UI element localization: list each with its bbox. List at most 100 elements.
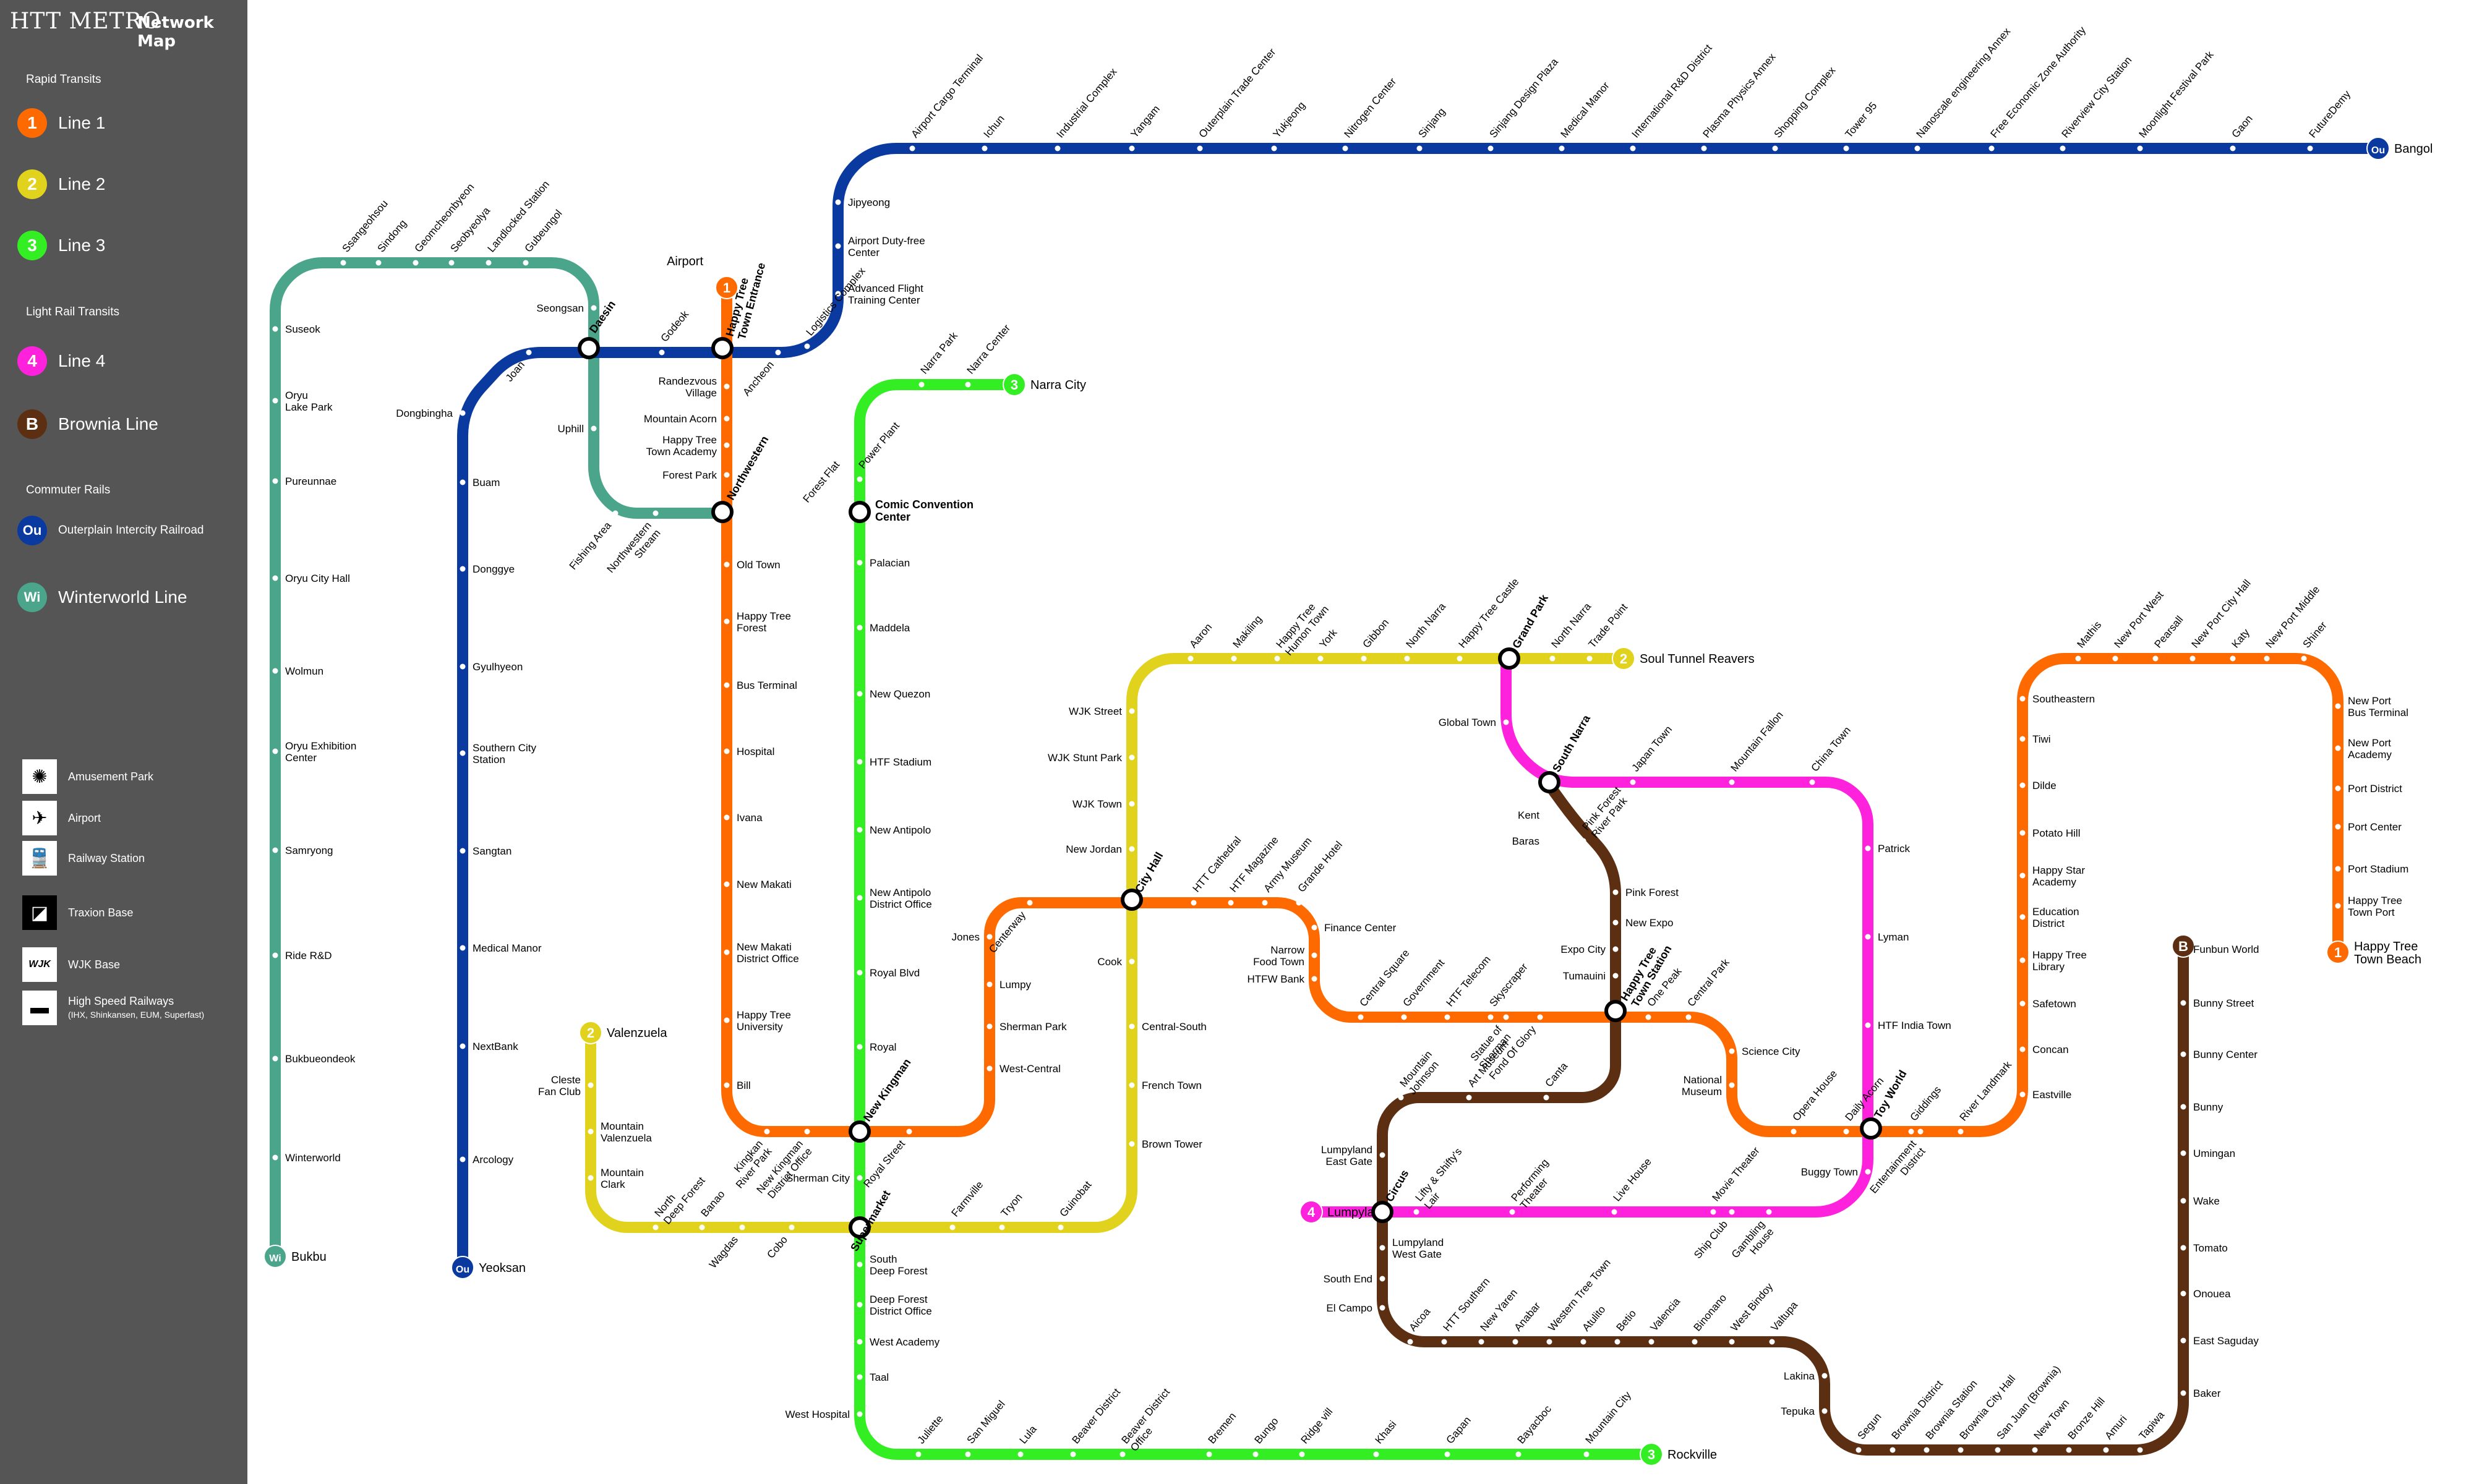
station-bunny-center[interactable]: Bunny Center — [2193, 1049, 2258, 1060]
station-port-district[interactable]: Port District — [2348, 783, 2402, 795]
station-katy[interactable]: Katy — [2230, 626, 2253, 650]
station-bayacboc[interactable]: Bayacboc — [1515, 1403, 1554, 1446]
l2-terminal-badge[interactable] — [1612, 647, 1635, 670]
station-maddela[interactable]: Maddela — [870, 622, 910, 634]
station-khasi[interactable]: Khasi — [1373, 1418, 1399, 1446]
station-jipyeong[interactable]: Jipyeong — [848, 197, 890, 208]
station-bus-terminal[interactable]: Bus Terminal — [737, 680, 797, 691]
station-entertainment-district[interactable]: EntertainmentDistrict — [1867, 1138, 1927, 1203]
station-beaver-district[interactable]: Beaver District — [1070, 1386, 1123, 1446]
station-science-city[interactable]: Science City — [1742, 1046, 1800, 1057]
interchange-south-narra[interactable] — [1538, 771, 1560, 793]
station-makiling[interactable]: Makiling — [1231, 613, 1265, 650]
station-bronze-hill[interactable]: Bronze Hill — [2066, 1395, 2107, 1441]
station-old-town[interactable]: Old Town — [737, 559, 781, 571]
station-seongsan[interactable]: Seongsan — [536, 302, 584, 314]
station-new-makati[interactable]: New Makati — [737, 879, 792, 890]
station-buggy-town[interactable]: Buggy Town — [1801, 1166, 1858, 1178]
station-bremen[interactable]: Bremen — [1206, 1410, 1239, 1446]
station-sangtan[interactable]: Sangtan — [473, 845, 511, 857]
terminal-valenzuela[interactable]: Valenzuela — [607, 1026, 667, 1040]
station-buam[interactable]: Buam — [473, 477, 500, 488]
station-japan-town[interactable]: Japan Town — [1630, 723, 1675, 774]
l2-terminal-badge[interactable] — [579, 1021, 602, 1044]
station-china-town[interactable]: China Town — [1809, 725, 1853, 774]
station-samryong[interactable]: Samryong — [285, 845, 333, 856]
station-palacian[interactable]: Palacian — [870, 557, 910, 569]
station-oryu-city-hall[interactable]: Oryu City Hall — [285, 573, 350, 584]
station-happy-tree-humon-town[interactable]: Happy TreeHumon Town — [1274, 596, 1332, 658]
station-finance-center[interactable]: Finance Center — [1324, 922, 1397, 934]
legend-line-2[interactable]: 2 Line 2 — [17, 169, 105, 199]
station-anabar[interactable]: Anabar — [1512, 1300, 1543, 1333]
station-pearsall[interactable]: Pearsall — [2152, 613, 2186, 650]
station-atulito[interactable]: Atulito — [1580, 1303, 1608, 1333]
station-taal[interactable]: Taal — [870, 1371, 889, 1383]
station-wake[interactable]: Wake — [2193, 1195, 2220, 1207]
station-happy-tree-castle[interactable]: Happy Tree Castle — [1457, 576, 1522, 650]
station-shiner[interactable]: Shiner — [2301, 619, 2329, 650]
station-wjk-town[interactable]: WJK Town — [1072, 798, 1122, 810]
station-landlocked-station[interactable]: Landlocked Station — [486, 179, 552, 255]
station-canta[interactable]: Canta — [1543, 1060, 1570, 1089]
station-cobo[interactable]: Cobo — [764, 1234, 790, 1260]
station-plasma-physics-annex[interactable]: Plasma Physics Annex — [1701, 51, 1778, 140]
station-htf-india-town[interactable]: HTF India Town — [1878, 1020, 1951, 1031]
interchange-label-grand-park[interactable]: Grand Park — [1510, 592, 1551, 650]
station-baker[interactable]: Baker — [2193, 1388, 2221, 1399]
station-forest-flat[interactable]: Forest Flat — [801, 459, 842, 505]
station-lyman[interactable]: Lyman — [1878, 931, 1909, 943]
interchange-happy-tree-town-station[interactable] — [1604, 1000, 1627, 1022]
station-medical-manor[interactable]: Medical Manor — [473, 942, 542, 954]
station-moonlight-festival-park[interactable]: Moonlight Festival Park — [2137, 49, 2216, 140]
station-pink-forest[interactable]: Pink Forest — [1625, 887, 1679, 898]
station-valencia[interactable]: Valencia — [1648, 1295, 1683, 1334]
station-pink-forest-river-park[interactable]: Pink ForestRiver Park — [1580, 784, 1633, 840]
station-tryon[interactable]: Tryon — [999, 1192, 1025, 1219]
interchange-label-new-kingman[interactable]: New Kingman — [861, 1056, 914, 1124]
station-north-narra[interactable]: North Narra — [1404, 600, 1449, 650]
station-donggye[interactable]: Donggye — [473, 563, 515, 575]
l3-terminal-badge[interactable] — [1003, 373, 1026, 396]
station-ridge-vill[interactable]: Ridge vill — [1299, 1406, 1335, 1446]
station-banao[interactable]: Banao — [699, 1188, 727, 1219]
station-pureunnae[interactable]: Pureunnae — [285, 475, 336, 487]
station-forest-park[interactable]: Forest Park — [662, 469, 717, 481]
station-west-academy[interactable]: West Academy — [870, 1336, 940, 1348]
legend-line-4[interactable]: 4 Line 4 — [17, 346, 105, 376]
station-international-r-d-district[interactable]: International R&D District — [1630, 42, 1714, 140]
station-skyscraper[interactable]: Skyscraper — [1487, 961, 1530, 1009]
interchange-circus[interactable] — [1371, 1201, 1393, 1223]
station-riverview-city-station[interactable]: Riverview City Station — [2060, 54, 2134, 140]
station-cook[interactable]: Cook — [1097, 956, 1122, 968]
station-central-park[interactable]: Central Park — [1685, 957, 1732, 1009]
station-juliette[interactable]: Juliette — [915, 1413, 946, 1446]
station-tumauini[interactable]: Tumauini — [1563, 970, 1606, 982]
legend-brownia-line[interactable]: B Brownia Line — [17, 409, 158, 439]
station-french-town[interactable]: French Town — [1142, 1080, 1202, 1091]
legend-line-1[interactable]: 1 Line 1 — [17, 108, 105, 138]
station-narra-park[interactable]: Narra Park — [918, 330, 961, 377]
station-tepuka[interactable]: Tepuka — [1781, 1405, 1815, 1417]
station-ichun[interactable]: Ichun — [982, 113, 1007, 140]
station-tiwi[interactable]: Tiwi — [2032, 733, 2051, 745]
station-new-quezon[interactable]: New Quezon — [870, 688, 930, 700]
station-amuri[interactable]: Amuri — [2103, 1413, 2129, 1441]
station-wolmun[interactable]: Wolmun — [285, 665, 323, 677]
station-patrick[interactable]: Patrick — [1878, 843, 1910, 855]
station-tower-95[interactable]: Tower 95 — [1843, 100, 1880, 140]
station-ancheon[interactable]: Ancheon — [740, 359, 776, 398]
station-htfw-bank[interactable]: HTFW Bank — [1247, 973, 1304, 985]
station-valtupa[interactable]: Valtupa — [1769, 1299, 1800, 1334]
station-north-deep-forest[interactable]: NorthDeep Forest — [653, 1167, 708, 1227]
